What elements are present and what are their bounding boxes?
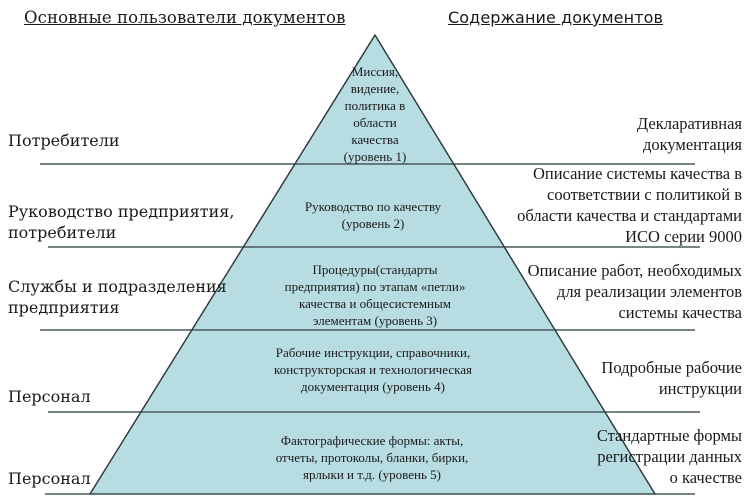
level-3-text-line: элементам (уровень 3) — [312, 313, 438, 328]
level-3-text-line: качества и общесистемным — [299, 296, 451, 311]
level-4-text-line: конструкторская и технологическая — [274, 362, 472, 377]
content-label-line: Стандартные формы — [596, 426, 742, 445]
content-label-line: для реализации элементов — [556, 282, 742, 301]
pyramid-level-1: Миссия, видение, политика в области каче… — [344, 63, 407, 165]
content-label-line: системы качества — [618, 303, 742, 322]
level-1-content: Декларативная документация — [637, 113, 742, 155]
users-label-line: Службы и подразделения — [8, 277, 227, 296]
level-1-users: Потребители — [8, 130, 120, 151]
level-1-text-line: (уровень 1) — [343, 149, 407, 164]
content-label-line: Описание работ, необходимых — [527, 261, 742, 280]
content-label-line: соответствии с политикой в — [547, 185, 742, 204]
level-1-text-line: области — [353, 115, 397, 130]
level-5-text-line: отчеты, протоколы, бланки, бирки, — [275, 450, 469, 465]
level-5-users: Персонал — [8, 468, 91, 489]
content-label-line: регистрации данных — [597, 447, 742, 466]
content-label-line: документация — [642, 135, 742, 154]
level-2-content: Описание системы качества в соответствии… — [517, 163, 742, 247]
content-label-line: ИСО серии 9000 — [625, 227, 742, 246]
users-label: Персонал — [8, 469, 91, 488]
pyramid-right-edge — [374, 34, 656, 495]
level-2-text-line: Руководство по качеству — [304, 199, 442, 214]
level-5-text-line: ярлыки и т.д. (уровень 5) — [303, 467, 441, 482]
users-label-line: Руководство предприятия, — [8, 202, 235, 221]
level-5-content: Стандартные формы регистрации данных о к… — [597, 425, 742, 488]
users-column-header: Основные пользователи документов — [24, 8, 346, 27]
level-1-text-line: видение, — [350, 81, 400, 96]
pyramid-left-edge — [89, 34, 376, 495]
level-1-text-line: качества — [351, 132, 399, 147]
level-2-text-line: (уровень 2) — [341, 216, 405, 231]
content-column-header: Содержание документов — [448, 8, 664, 27]
level-1-text-line: Миссия, — [351, 64, 399, 79]
users-label: Потребители — [8, 131, 120, 150]
level-3-users: Службы и подразделения предприятия — [8, 276, 227, 318]
level-4-text-line: документация (уровень 4) — [301, 379, 445, 394]
pyramid-level-4: Рабочие инструкции, справочники, констру… — [274, 344, 472, 395]
level-4-users: Персонал — [8, 386, 91, 407]
level-3-text-line: Процедуры(стандарты — [312, 262, 438, 277]
level-4-text-line: Рабочие инструкции, справочники, — [275, 345, 471, 360]
pyramid-level-2: Руководство по качеству (уровень 2) — [305, 198, 441, 232]
users-label-line: потребители — [8, 223, 117, 242]
content-label-line: инструкции — [658, 379, 742, 398]
level-1-text-line: политика в — [344, 98, 406, 113]
level-4-content: Подробные рабочие инструкции — [601, 357, 742, 399]
level-5-text-line: Фактографические формы: акты, — [280, 433, 464, 448]
content-label-line: о качестве — [669, 468, 742, 487]
level-2-users: Руководство предприятия, потребители — [8, 201, 234, 243]
content-label-line: Описание системы качества в — [532, 164, 742, 183]
pyramid-level-3: Процедуры(стандарты предприятия) по этап… — [285, 261, 466, 329]
content-label-line: области качества и стандартами — [517, 206, 742, 225]
users-label-line: предприятия — [8, 298, 120, 317]
content-label-line: Подробные рабочие — [601, 358, 742, 377]
pyramid-level-5: Фактографические формы: акты, отчеты, пр… — [276, 432, 469, 483]
level-3-text-line: предприятия) по этапам «петли» — [284, 279, 466, 294]
users-label: Персонал — [8, 387, 91, 406]
level-3-content: Описание работ, необходимых для реализац… — [528, 260, 742, 323]
content-label-line: Декларативная — [636, 114, 742, 133]
